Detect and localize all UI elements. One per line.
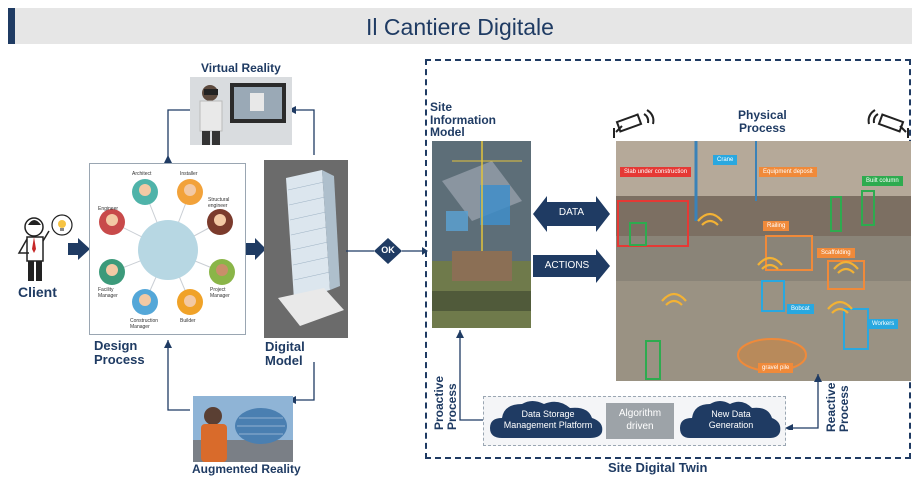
cloud-generation-icon <box>680 401 781 438</box>
actions-arrow-icon <box>533 249 610 283</box>
role-label: Installer <box>180 171 198 177</box>
tag-workers: Workers <box>868 319 899 329</box>
site-information-model-label: Site Information Model <box>430 100 496 140</box>
client-figure-icon <box>17 214 73 281</box>
tag-scaffolding: Scaffolding <box>817 248 855 258</box>
ok-connector <box>346 238 428 264</box>
vr-label: Virtual Reality <box>201 61 281 75</box>
cctv-camera-icon <box>613 109 655 138</box>
reactive-process-label: Reactive Process <box>824 382 851 432</box>
role-label: Project Manager <box>210 287 230 299</box>
tag-equipment: Equipment deposit <box>759 167 817 177</box>
tag-column: Built column <box>862 176 903 186</box>
digital-model-image <box>264 160 348 338</box>
site-model-image <box>432 141 531 328</box>
data-label: DATA <box>558 207 585 218</box>
client-label: Client <box>18 284 57 300</box>
ok-badge: OK <box>381 245 395 255</box>
ar-label: Augmented Reality <box>192 462 301 476</box>
role-label: Engineer <box>98 206 119 212</box>
role-label: Builder <box>180 318 196 324</box>
new-data-label: New Data Generation <box>708 409 754 431</box>
role-label: Structural engineer <box>208 197 230 209</box>
role-label: Facility Manager <box>98 287 118 299</box>
arrow-client-design-icon <box>68 238 90 260</box>
cctv-camera-icon <box>867 109 909 138</box>
algorithm-box: Algorithm driven <box>606 403 674 439</box>
actions-label: ACTIONS <box>544 260 590 271</box>
physical-process-label: Physical Process <box>738 108 787 135</box>
title-bar: Il Cantiere Digitale <box>8 8 912 44</box>
data-double-arrow-icon <box>533 196 610 232</box>
tag-bobcat: Bobcat <box>787 304 814 314</box>
data-storage-label: Data Storage Management Platform <box>503 409 593 431</box>
tag-slab: Slab under construction <box>620 167 692 177</box>
tag-crane: Crane <box>713 155 738 165</box>
site-digital-twin-label: Site Digital Twin <box>608 460 708 475</box>
page-title: Il Cantiere Digitale <box>366 14 554 40</box>
title-accent <box>8 8 15 44</box>
design-process-panel: Architect Installer Structural engineer … <box>89 163 246 335</box>
arrow-design-model-icon <box>246 238 266 260</box>
role-label: Architect <box>132 171 152 177</box>
role-label: Construction Manager <box>130 318 159 330</box>
digital-model-label: Digital Model <box>265 339 305 368</box>
tag-railing: Railing <box>763 221 790 231</box>
vr-image <box>190 77 292 145</box>
cloud-storage-icon <box>490 401 603 438</box>
ar-image <box>193 396 293 462</box>
design-process-label: Design Process <box>94 338 145 367</box>
algorithm-label: Algorithm driven <box>618 408 662 432</box>
design-team-diagram <box>99 179 235 315</box>
process-connectors <box>456 330 822 430</box>
tag-gravel: gravel pile <box>758 363 794 373</box>
